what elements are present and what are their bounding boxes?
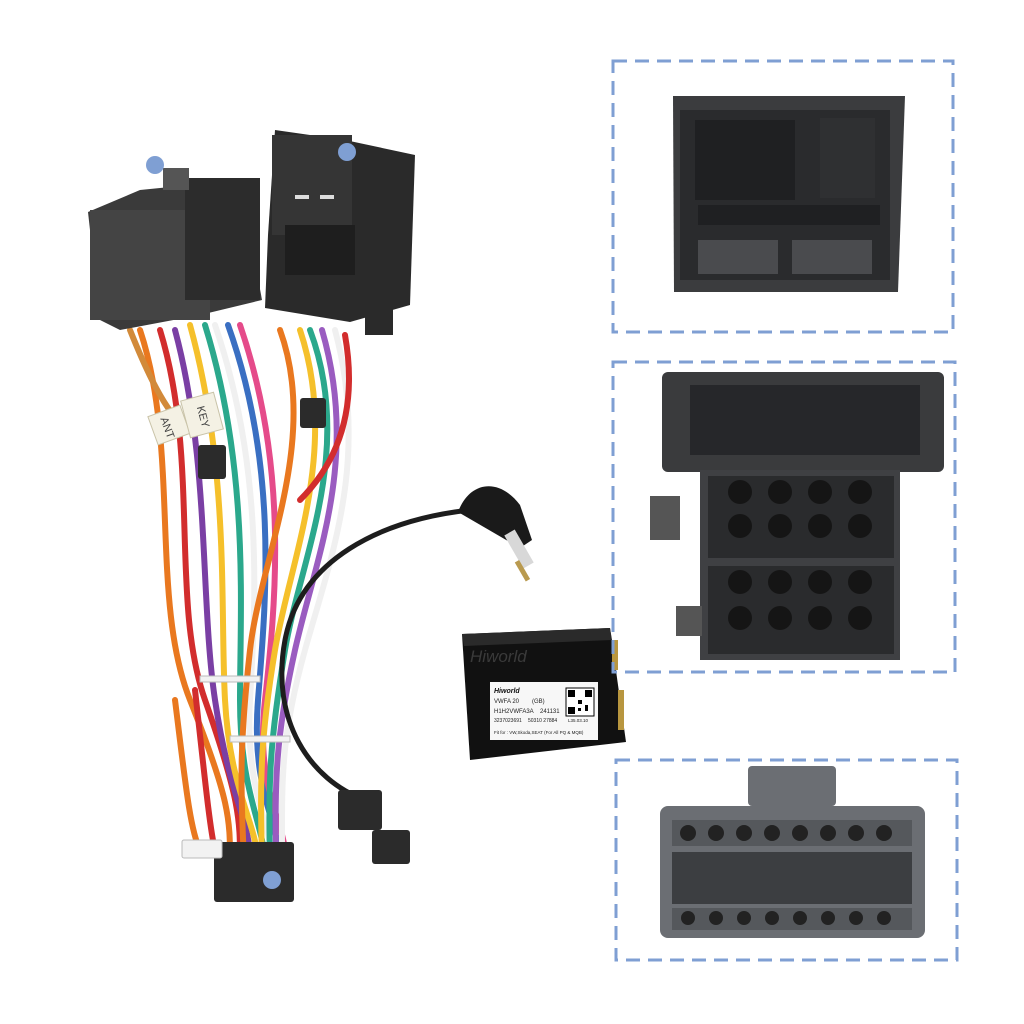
box-brand-emboss: Hiworld — [470, 647, 527, 666]
label-serial2: 50310 27884 — [528, 718, 557, 724]
antenna-plug — [458, 486, 534, 582]
head-unit-connector — [181, 839, 294, 902]
box-pin — [612, 640, 618, 670]
inline-connector — [198, 445, 226, 479]
label-version: L35.03.10 — [568, 718, 589, 723]
inline-connector — [300, 398, 326, 428]
detail-frame-male-connector — [611, 360, 957, 674]
marker-dot — [146, 156, 164, 174]
key-tag-text: KEY — [194, 405, 211, 430]
marker-dot — [263, 871, 281, 889]
male-connector-detail — [650, 372, 944, 660]
label-variant: (GB) — [532, 699, 545, 705]
fakra-connector — [338, 790, 410, 864]
label-model: VWFA 20 — [494, 699, 520, 705]
detail-frame-head-unit-connector — [614, 758, 959, 962]
vehicle-connector-left — [88, 168, 262, 330]
label-serial: 3237023691 — [494, 718, 522, 724]
detail-frame-quadlock — [611, 59, 955, 334]
marker-dot — [338, 143, 356, 161]
box-pin — [618, 690, 624, 730]
zip-tie — [229, 735, 291, 743]
label-brand: Hiworld — [494, 688, 520, 695]
qr-code — [565, 687, 595, 717]
label-fit: Fit for : VW,Skoda,SEAT (For All PQ & MQ… — [494, 730, 584, 735]
label-batch: 241131 — [540, 709, 560, 715]
quadlock-connector-detail — [673, 96, 905, 292]
label-part-code: H1H2VWFA3A — [494, 709, 534, 715]
head-unit-connector-detail — [660, 766, 925, 938]
wire-bundle — [127, 322, 352, 863]
canbus-decoder-box: Hiworld Hiworld VWFA 20 (GB) H1H2VWFA3A … — [462, 628, 626, 760]
zip-tie — [199, 675, 261, 683]
harness-tag-ant: ANT — [147, 404, 191, 446]
vehicle-connector-right — [265, 130, 415, 335]
harness-tag-key: KEY — [180, 391, 224, 439]
wire-harness: ANT KEY — [88, 130, 534, 902]
antenna-cable — [279, 507, 471, 803]
